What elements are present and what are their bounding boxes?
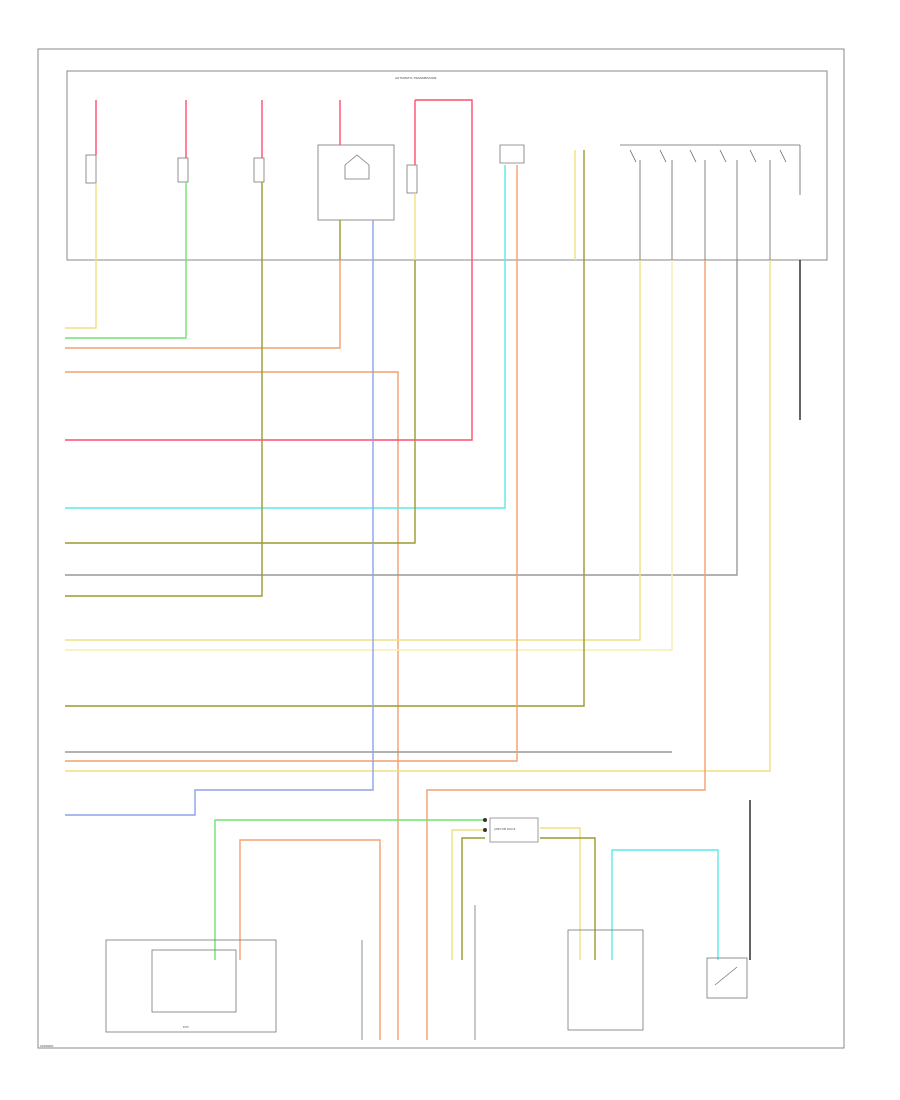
harness-wires xyxy=(65,260,771,1040)
ecm-label: ECM xyxy=(183,1025,188,1029)
lower-wires xyxy=(214,260,801,1040)
outer-frame xyxy=(37,48,845,1049)
footer-code: 2000000 xyxy=(40,1044,53,1048)
top-wires xyxy=(95,99,585,260)
bottom-boxes xyxy=(105,905,748,1040)
solenoid-group xyxy=(85,144,525,221)
transmission-box xyxy=(66,70,828,261)
junction-label: JUNCTION BLOCK xyxy=(493,827,516,831)
junction-splice: JUNCTION BLOCK xyxy=(483,817,539,843)
transmission-title: AUTOMATIC TRANSMISSION xyxy=(395,76,436,80)
range-switch xyxy=(620,144,801,260)
